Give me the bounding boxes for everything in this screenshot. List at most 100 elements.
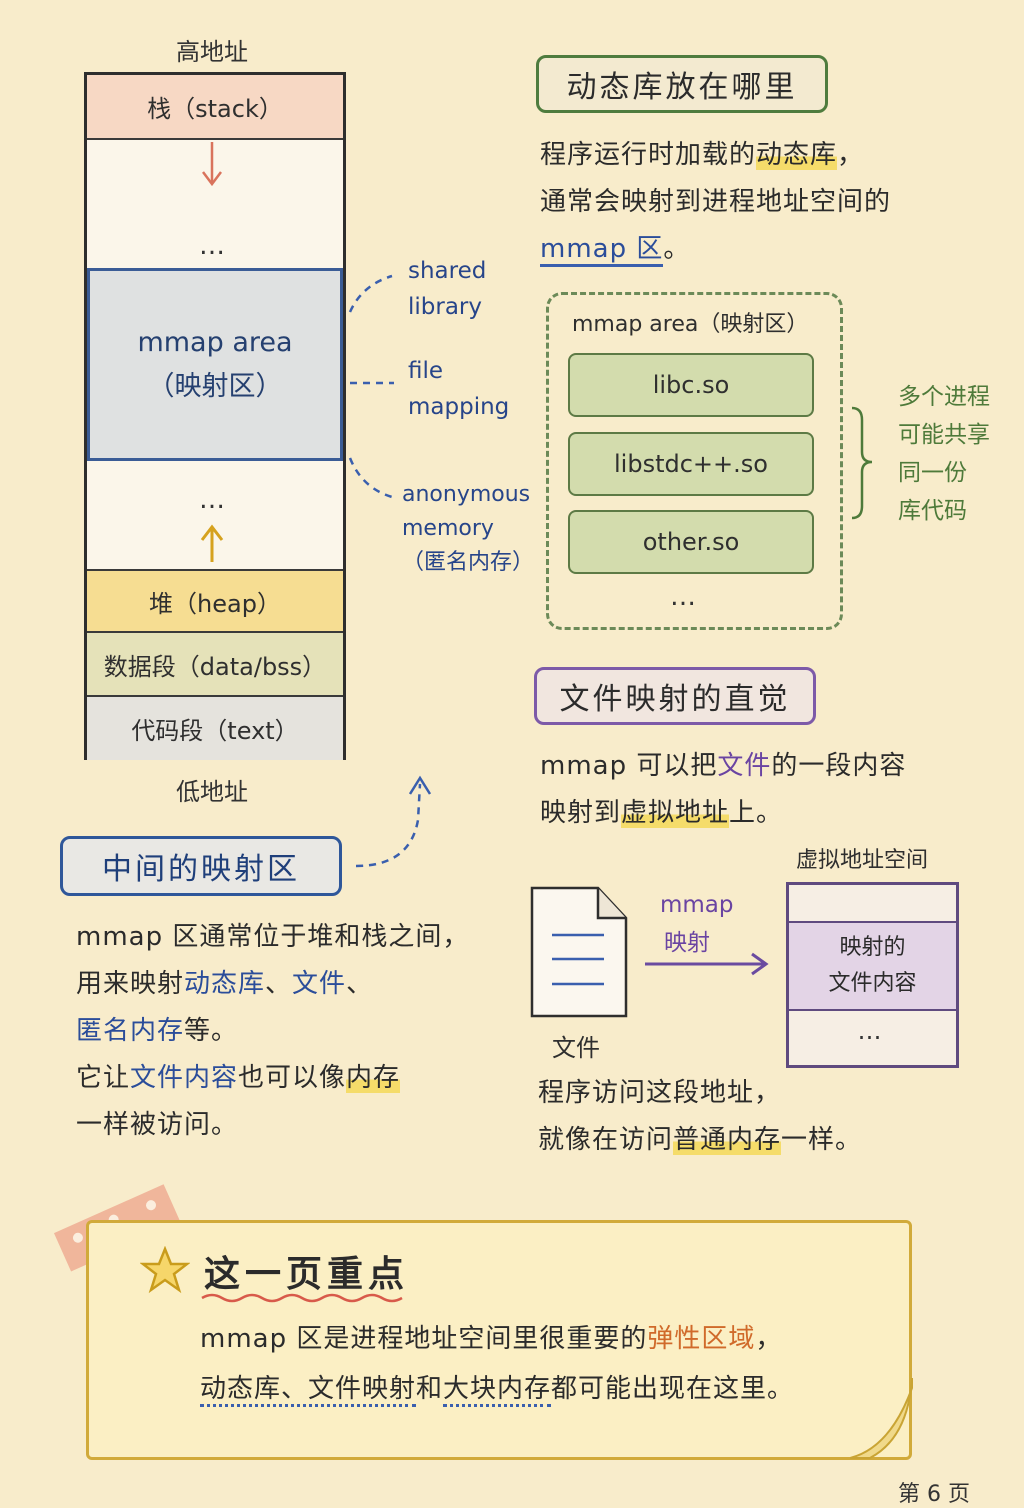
stack-heap-gap-bottom: … <box>87 461 343 569</box>
high-address-label: 高地址 <box>176 38 248 66</box>
keypoint-and: 和 <box>416 1374 444 1404</box>
middle-line4b: 也可以像 <box>238 1063 347 1093</box>
keypoint-underline-2: 大块内存 <box>443 1374 552 1407</box>
keypoint-line1a: mmap 区是进程地址空间里很重要的 <box>200 1324 648 1354</box>
shared-note-line3: 同一份 <box>898 460 967 486</box>
vas-top-row <box>789 885 956 923</box>
filemap-p2-line2b: 一样。 <box>781 1125 863 1155</box>
low-address-label: 低地址 <box>176 778 248 806</box>
dynlib-text-1b: ， <box>837 140 865 170</box>
filemap-paragraph-2: 程序访问这段地址， 就像在访问普通内存一样。 <box>538 1070 862 1164</box>
stack-segment: 栈（stack） <box>87 75 343 140</box>
file-document-icon <box>530 886 628 1018</box>
data-segment: 数据段（data/bss） <box>87 633 343 697</box>
filemap-file-word: 文件 <box>717 751 772 781</box>
stack-down-arrow <box>202 142 222 187</box>
anonymous-memory-line1: anonymous <box>402 482 531 507</box>
middle-dynlib-word: 动态库 <box>184 969 266 999</box>
middle-sep: 、 <box>265 969 293 999</box>
shared-library-callout: shared library <box>408 254 486 325</box>
shared-library-line2: library <box>408 293 482 320</box>
data-segment-label: 数据段（data/bss） <box>103 652 327 681</box>
vas-ellipsis: … <box>857 1017 888 1045</box>
keypoint-title-wavy-underline <box>201 1293 403 1303</box>
dynlib-section-title: 动态库放在哪里 <box>536 55 828 113</box>
shared-note-line2: 可能共享 <box>898 422 990 448</box>
anonymous-memory-callout: anonymous memory （匿名内存） <box>402 478 534 580</box>
ellipsis-top: … <box>199 231 231 261</box>
filemap-normal-memory-highlight: 普通内存 <box>673 1125 782 1155</box>
filemap-p2-line1: 程序访问这段地址， <box>538 1078 782 1108</box>
shared-library-connector <box>348 274 393 313</box>
middle-file-word: 文件 <box>292 969 347 999</box>
file-mapping-line1: file <box>408 358 444 384</box>
filemap-text-2a: 映射到 <box>540 798 622 828</box>
shared-library-line1: shared <box>408 258 487 284</box>
keypoint-line2b: 都可能出现在这里。 <box>551 1374 795 1404</box>
keypoint-note-card <box>86 1220 912 1460</box>
page-number: 第 6 页 <box>898 1482 970 1507</box>
middle-sep2: 、 <box>346 969 374 999</box>
text-segment-label: 代码段（text） <box>131 717 299 745</box>
memory-layout-column: 栈（stack） … mmap area （映射区） … 堆（heap） 数据段… <box>84 72 346 760</box>
middle-line1: mmap 区通常位于堆和栈之间， <box>76 922 470 952</box>
file-to-vas-arrow <box>645 952 769 976</box>
shared-brace <box>851 406 873 520</box>
dynlib-mmap-underline: mmap 区 <box>540 234 664 267</box>
anonymous-memory-connector <box>348 457 393 499</box>
mmap-area-sublabel: （映射区） <box>147 370 283 402</box>
mmap-arrow-label-2: 映射 <box>664 930 710 956</box>
filemap-vaddr-highlight: 虚拟地址 <box>621 798 730 828</box>
vas-title: 虚拟地址空间 <box>796 848 929 873</box>
keypoint-underline-1: 动态库、文件映射 <box>200 1374 417 1407</box>
mmap-area-segment: mmap area （映射区） <box>87 268 343 461</box>
dynlib-text-3b: 。 <box>663 234 691 264</box>
file-label: 文件 <box>552 1034 600 1062</box>
middle-file-content-word: 文件内容 <box>130 1063 239 1093</box>
shared-code-note: 多个进程 可能共享 同一份 库代码 <box>898 378 990 530</box>
lib-box-other: other.so <box>568 510 814 574</box>
mapped-content-line1: 映射的 <box>839 935 906 960</box>
shared-note-line1: 多个进程 <box>898 384 990 410</box>
middle-section-title: 中间的映射区 <box>60 836 342 896</box>
shared-note-line4: 库代码 <box>898 498 967 524</box>
filemap-text-1b: 的一段内容 <box>771 751 907 781</box>
keypoint-line1b: ， <box>755 1324 783 1354</box>
star-icon <box>140 1246 190 1294</box>
middle-line2a: 用来映射 <box>76 969 185 999</box>
keypoint-elastic-region: 弹性区域 <box>647 1324 756 1354</box>
virtual-address-space-box: 映射的 文件内容 … <box>786 882 959 1068</box>
mmap-arrow-label: mmap 映射 <box>660 886 734 962</box>
keypoint-paragraph: mmap 区是进程地址空间里很重要的弹性区域， 动态库、文件映射和大块内存都可能… <box>200 1314 794 1414</box>
ellipsis-bottom: … <box>199 485 231 515</box>
dynlib-paragraph: 程序运行时加载的动态库， 通常会映射到进程地址空间的 mmap 区。 <box>540 132 891 273</box>
filemap-paragraph: mmap 可以把文件的一段内容 映射到虚拟地址上。 <box>540 743 906 837</box>
mapped-content-line2: 文件内容 <box>828 971 917 996</box>
mmap-area-box <box>546 292 843 630</box>
middle-memory-highlight: 内存 <box>346 1063 401 1093</box>
middle-line5: 一样被访问。 <box>76 1110 239 1140</box>
vas-mapped-row: 映射的 文件内容 <box>789 923 956 1011</box>
middle-line4a: 它让 <box>76 1063 131 1093</box>
mmap-area-label: mmap area <box>137 327 293 359</box>
page-curl-decoration <box>850 1378 913 1459</box>
middle-section-pointer-arrow <box>355 783 422 868</box>
lib-ellipsis: … <box>670 582 702 612</box>
dynlib-text-1: 程序运行时加载的 <box>540 140 757 170</box>
stack-segment-label: 栈（stack） <box>147 95 283 123</box>
middle-anon-word: 匿名内存 <box>76 1016 185 1046</box>
middle-paragraph: mmap 区通常位于堆和栈之间， 用来映射动态库、文件、 匿名内存等。 它让文件… <box>76 914 469 1149</box>
filemap-section-title: 文件映射的直觉 <box>534 667 816 725</box>
file-mapping-line2: mapping <box>408 393 510 420</box>
lib-box-libc: libc.so <box>568 353 814 417</box>
filemap-text-2b: 上。 <box>729 798 784 828</box>
keypoint-title: 这一页重点 <box>204 1254 410 1295</box>
heap-segment: 堆（heap） <box>87 569 343 633</box>
dynlib-text-2: 通常会映射到进程地址空间的 <box>540 187 892 217</box>
mmap-arrow-label-1: mmap <box>660 892 734 918</box>
heap-up-arrow <box>200 524 224 562</box>
file-mapping-callout: file mapping <box>408 354 509 425</box>
filemap-p2-line2a: 就像在访问 <box>538 1125 674 1155</box>
lib-box-libstdcpp: libstdc++.so <box>568 432 814 496</box>
